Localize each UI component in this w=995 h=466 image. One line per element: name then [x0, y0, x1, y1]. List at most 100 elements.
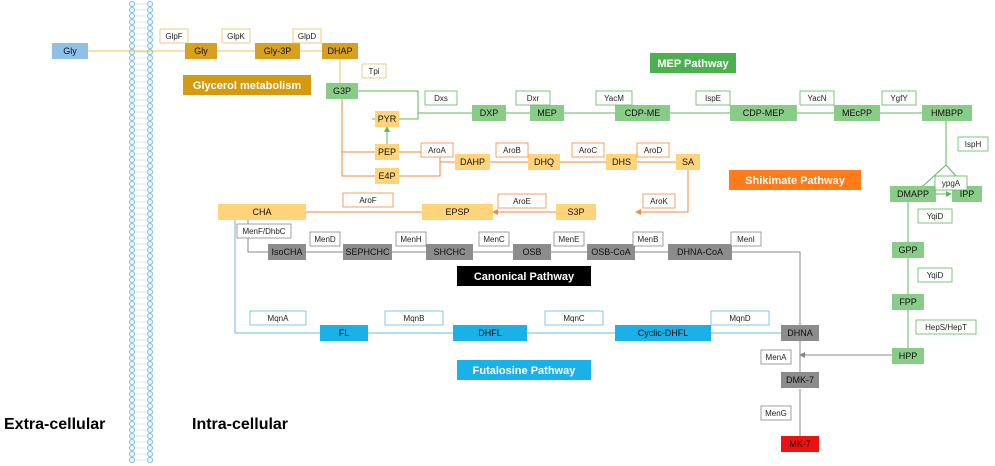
metabolite-box — [530, 105, 564, 121]
membrane-bead — [146, 73, 153, 80]
membrane-bead — [128, 258, 135, 265]
membrane-bead — [128, 354, 135, 361]
metabolite-box — [676, 154, 700, 170]
membrane-bead — [146, 30, 153, 37]
metabolite-box — [322, 43, 358, 59]
membrane-bead — [146, 456, 153, 463]
membrane-bead — [146, 408, 153, 415]
enzyme-label: HepS/HepT — [925, 323, 967, 332]
enzyme-label: MqnD — [729, 314, 751, 323]
enzyme-dxs: Dxs — [424, 90, 458, 106]
membrane-bead — [146, 115, 153, 122]
membrane-bead — [128, 276, 135, 283]
enzyme-label: MenG — [765, 409, 787, 418]
enzyme-yacn: YacN — [799, 90, 835, 106]
membrane-bead — [128, 144, 135, 151]
enzyme-box — [917, 208, 953, 224]
enzyme-label: MqnB — [404, 314, 425, 323]
enzyme-box — [957, 136, 989, 152]
membrane-bead — [146, 85, 153, 92]
membrane-bead — [146, 396, 153, 403]
membrane-bead — [146, 162, 153, 169]
membrane-bead — [146, 324, 153, 331]
metabolite-box — [343, 244, 392, 260]
metabolite-box — [185, 43, 217, 59]
membrane-bead — [128, 24, 135, 31]
membrane-bead — [146, 432, 153, 439]
membrane-bead — [128, 174, 135, 181]
metabolite-dahp: DAHP — [455, 154, 490, 170]
enzyme-arod: AroD — [636, 142, 670, 158]
membrane-bead — [146, 49, 153, 56]
metabolite-label: GPP — [898, 245, 917, 255]
enzyme-mena: MenA — [760, 349, 792, 365]
metabolite-dhnacoa: DHNA-CoA — [668, 244, 732, 260]
membrane-bead — [146, 438, 153, 445]
membrane-bead — [128, 121, 135, 128]
membrane-bead — [146, 24, 153, 31]
metabolite-box — [781, 325, 819, 341]
metabolite-label: DHS — [612, 157, 631, 167]
metabolite-label: HPP — [899, 351, 918, 361]
enzyme-box — [495, 142, 529, 158]
metabolite-box — [892, 348, 924, 364]
membrane-bead — [128, 306, 135, 313]
membrane-bead — [128, 127, 135, 134]
membrane-bead — [128, 414, 135, 421]
membrane-bead — [146, 234, 153, 241]
enzyme-box — [760, 349, 792, 365]
enzyme-menh: MenH — [395, 231, 427, 247]
membrane-bead — [128, 156, 135, 163]
metabolite-box — [375, 111, 399, 127]
membrane-bead — [146, 55, 153, 62]
metabolite-sephchc: SEPHCHC — [343, 244, 392, 260]
metabolite-label: S3P — [567, 207, 584, 217]
metabolite-box — [892, 294, 924, 310]
enzyme-label: AroA — [428, 146, 446, 155]
membrane-bead — [146, 354, 153, 361]
membrane-bead — [146, 240, 153, 247]
membrane-bead — [128, 432, 135, 439]
metabolite-s3p: S3P — [556, 204, 596, 220]
metabolite-mep: MEP — [530, 105, 564, 121]
enzyme-box — [497, 193, 547, 209]
metabolite-dhap: DHAP — [322, 43, 358, 59]
membrane-bead — [128, 12, 135, 19]
enzyme-label: MenD — [314, 235, 336, 244]
metabolite-box — [326, 83, 358, 99]
membrane-bead — [146, 228, 153, 235]
membrane-bead — [146, 294, 153, 301]
metabolite-mecpp: MEcPP — [834, 105, 880, 121]
enzyme-yacm: YacM — [595, 90, 633, 106]
membrane-bead — [146, 1, 153, 7]
enzyme-label: Dxr — [527, 94, 540, 103]
membrane-bead — [146, 127, 153, 134]
enzyme-box — [642, 193, 676, 209]
svg-text:Futalosine Pathway: Futalosine Pathway — [473, 365, 577, 377]
membrane-bead — [146, 61, 153, 68]
metabolite-label: DHNA — [787, 328, 813, 338]
membrane-bead — [128, 49, 135, 56]
metabolite-box — [556, 204, 596, 220]
enzyme-label: IspH — [965, 140, 982, 149]
enzyme-yqid2: YqiD — [917, 267, 953, 283]
membrane-bead — [128, 168, 135, 175]
metabolite-box — [730, 105, 797, 121]
membrane-bead — [146, 288, 153, 295]
membrane-bead — [146, 121, 153, 128]
metabolite-label: IPP — [960, 189, 975, 199]
membrane-bead — [128, 234, 135, 241]
enzyme-label: MenE — [559, 235, 580, 244]
metabolite-label: SEPHCHC — [345, 247, 390, 257]
metabolite-label: DHNA-CoA — [677, 247, 723, 257]
enzyme-box — [917, 267, 953, 283]
enzyme-box — [881, 90, 917, 106]
metabolite-box — [606, 154, 637, 170]
metabolite-gly3p: Gly-3P — [255, 43, 300, 59]
enzyme-label: AroK — [650, 197, 668, 206]
cell-membrane — [128, 1, 153, 463]
membrane-bead — [146, 252, 153, 259]
membrane-bead — [128, 228, 135, 235]
membrane-bead — [128, 372, 135, 379]
metabolite-dmk7: DMK-7 — [781, 372, 819, 388]
